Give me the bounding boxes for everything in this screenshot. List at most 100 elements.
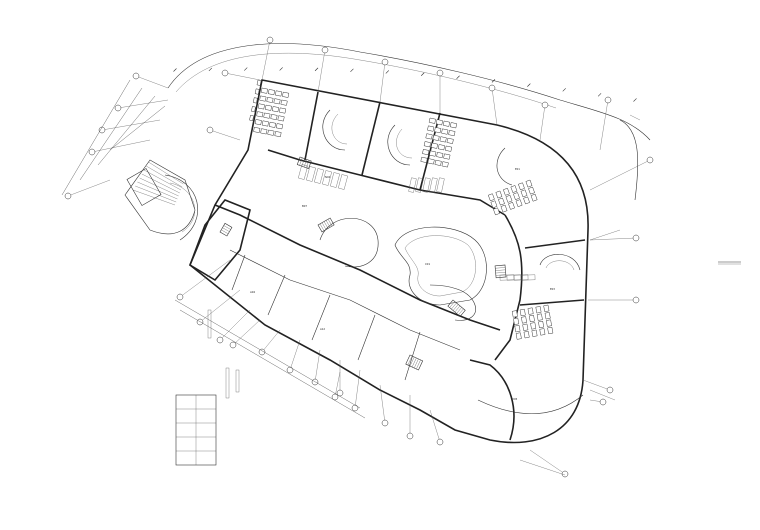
round-room bbox=[319, 218, 379, 268]
sw-divider-1 bbox=[231, 254, 246, 291]
top-dimension-arc bbox=[167, 43, 651, 141]
grid-bubbles bbox=[64, 36, 654, 478]
sw-block-wall bbox=[214, 204, 501, 331]
grid-line bbox=[589, 159, 651, 191]
svg-text:A04: A04 bbox=[250, 290, 255, 294]
stair-west bbox=[219, 222, 233, 237]
wing-divider-3 bbox=[419, 112, 441, 191]
desk-grid-nw bbox=[253, 87, 290, 138]
amphi-step bbox=[132, 189, 176, 206]
grid-bubble bbox=[221, 69, 229, 77]
room-annotations: B07 C01 A12 D05 E03 E01 N02 A04 bbox=[250, 167, 555, 401]
wing-divider-2 bbox=[361, 101, 381, 176]
grid-line bbox=[491, 87, 498, 126]
classroom-seating-3 bbox=[496, 147, 513, 186]
grid-line bbox=[317, 49, 326, 93]
dim-tick bbox=[350, 68, 354, 73]
grid-bubble bbox=[632, 234, 640, 242]
grid-bubble bbox=[561, 470, 569, 478]
sw-divider-3 bbox=[311, 294, 331, 341]
grid-bubble bbox=[606, 386, 614, 394]
svg-text:D05: D05 bbox=[512, 397, 518, 401]
grid-line bbox=[199, 289, 241, 323]
top-dimension-arc-inner bbox=[175, 53, 557, 109]
desk-grid-n bbox=[420, 117, 458, 168]
stair-south bbox=[405, 354, 424, 371]
amphi-step bbox=[135, 185, 177, 203]
dim-tick bbox=[385, 70, 390, 74]
stair-east bbox=[494, 264, 507, 279]
desk-col-nw bbox=[249, 79, 262, 121]
grid-line bbox=[379, 61, 386, 103]
grid-bubble bbox=[229, 341, 237, 349]
grid-bubble bbox=[64, 192, 72, 200]
grid-bubble bbox=[351, 404, 359, 412]
grid-bubble bbox=[604, 96, 612, 104]
grid-bubble bbox=[321, 46, 329, 54]
grid-bubble bbox=[286, 366, 294, 374]
grid-line bbox=[429, 409, 441, 443]
grid-line bbox=[314, 349, 321, 383]
grid-line bbox=[135, 75, 169, 89]
amphi-step bbox=[137, 181, 178, 200]
desk-grid-group bbox=[249, 79, 554, 340]
grid-line bbox=[67, 179, 111, 197]
courtyard-ramp bbox=[429, 284, 476, 321]
svg-text:E03: E03 bbox=[550, 287, 555, 291]
grid-bubble bbox=[114, 104, 122, 112]
stair-north bbox=[296, 156, 312, 170]
dim-tick bbox=[244, 67, 248, 71]
sw-divider-2 bbox=[267, 274, 286, 316]
grid-line bbox=[529, 449, 566, 475]
svg-text:C01: C01 bbox=[425, 262, 430, 266]
amphi-step bbox=[141, 173, 180, 194]
dim-tick bbox=[491, 79, 496, 83]
grid-bubble bbox=[436, 438, 444, 446]
grid-line bbox=[261, 39, 271, 81]
svg-text:E01: E01 bbox=[515, 167, 520, 171]
classroom-seating-2 bbox=[387, 124, 413, 166]
west-block-rooms bbox=[298, 164, 536, 281]
grid-line bbox=[599, 99, 609, 151]
sw-corridor-wall bbox=[229, 249, 461, 351]
amphi-stage bbox=[126, 168, 162, 206]
grid-bubble bbox=[176, 293, 184, 301]
grid-line bbox=[261, 329, 281, 353]
left-dimension-lines bbox=[61, 79, 166, 196]
sw-divider-4 bbox=[357, 314, 376, 361]
leader-lines bbox=[519, 114, 641, 476]
grid-line bbox=[334, 371, 341, 398]
east-divider-2 bbox=[519, 299, 585, 306]
stair-central bbox=[317, 217, 335, 233]
svg-text:A12: A12 bbox=[320, 327, 325, 331]
grid-line bbox=[224, 72, 261, 81]
building-outline bbox=[189, 79, 589, 444]
grid-bubble bbox=[331, 393, 339, 401]
grid-bubble bbox=[311, 378, 319, 386]
grid-bubble bbox=[216, 336, 224, 344]
left-annex bbox=[189, 199, 251, 282]
title-block bbox=[718, 261, 741, 265]
dim-tick bbox=[208, 67, 213, 72]
grid-line bbox=[179, 259, 231, 298]
grid-bubble bbox=[132, 72, 140, 80]
grid-line bbox=[539, 104, 546, 141]
dim-tick bbox=[562, 88, 566, 92]
desk-grid-ne bbox=[487, 179, 538, 216]
grid-bubble bbox=[98, 126, 106, 134]
grid-bubble bbox=[258, 348, 266, 356]
courtyard-path-inner bbox=[404, 235, 476, 297]
grid-line bbox=[379, 384, 386, 424]
grid-bubble bbox=[381, 58, 389, 66]
grid-line bbox=[117, 99, 169, 109]
north-wing-inner-wall bbox=[267, 149, 506, 216]
grid-bubble bbox=[436, 69, 444, 77]
se-hall-curve bbox=[477, 394, 584, 415]
dim-tick bbox=[279, 67, 283, 71]
amphi-step bbox=[146, 165, 183, 188]
grid-line bbox=[354, 369, 361, 409]
grid-bubble bbox=[206, 126, 214, 134]
grid-line bbox=[582, 379, 611, 391]
grid-bubble bbox=[646, 156, 654, 164]
